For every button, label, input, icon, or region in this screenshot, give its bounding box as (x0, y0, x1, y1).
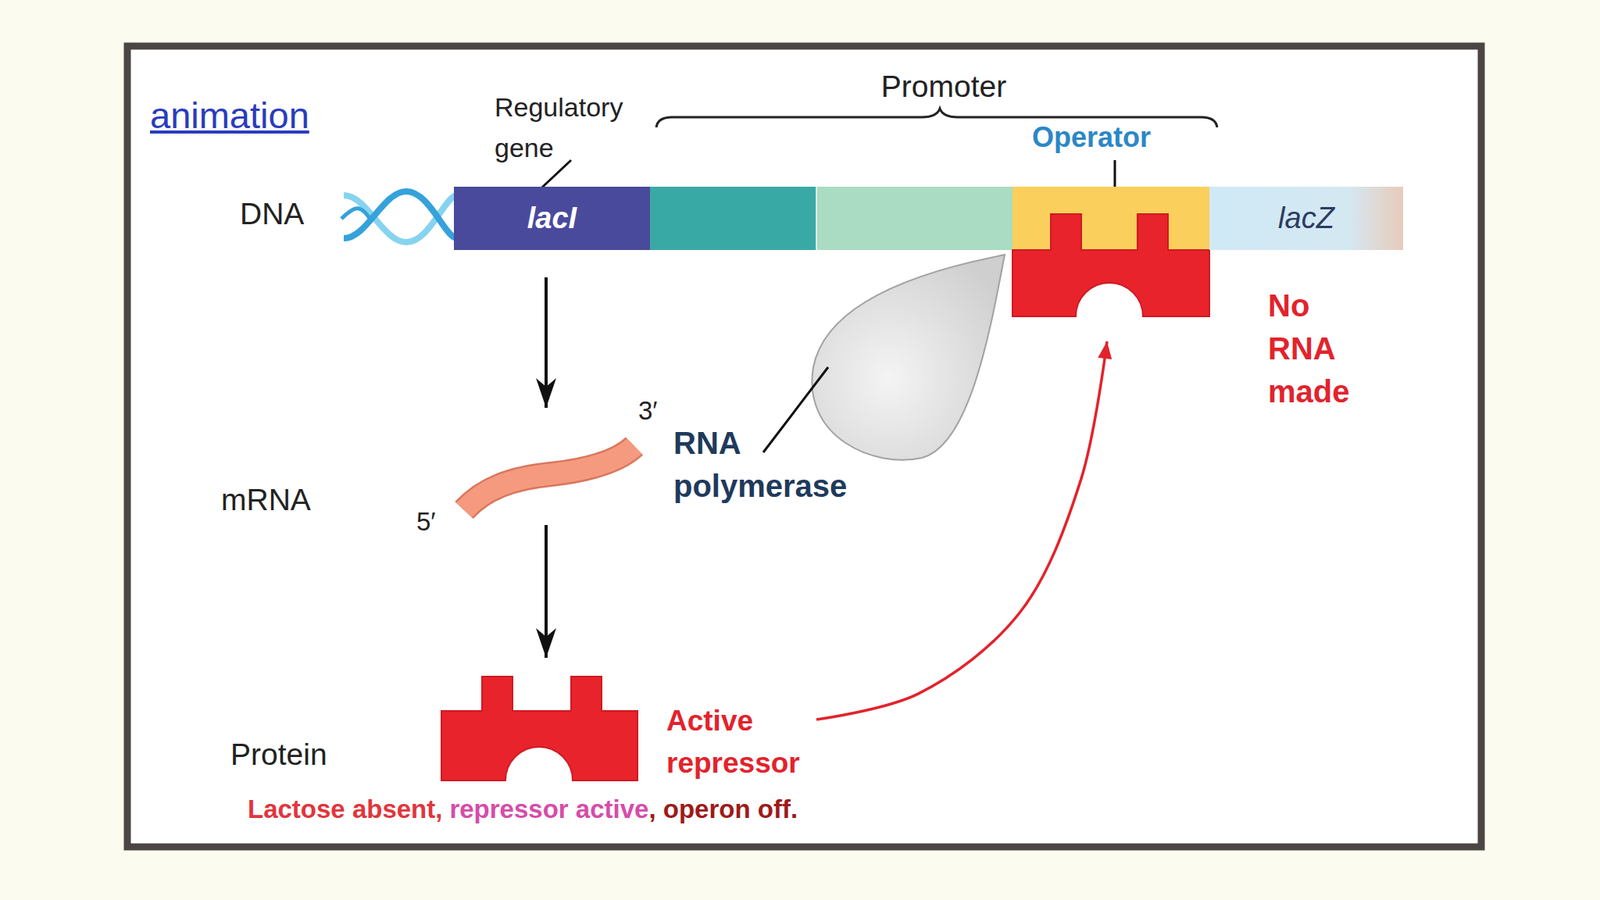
flow-arrow (544, 277, 548, 408)
gene-segment: lacI (453, 186, 650, 250)
repressor-protein-outline (441, 676, 638, 781)
gene-name: lacI (453, 186, 650, 250)
frame (127, 46, 1482, 847)
leader-line (763, 367, 829, 453)
flow-arrow (544, 525, 548, 658)
operator-segment: Operator (1012, 186, 1210, 317)
region-label: Operator (1013, 121, 1170, 154)
dna-helix-strand (341, 208, 372, 221)
row-label: mRNA (221, 481, 339, 519)
dna-helix-strand (343, 191, 458, 239)
row-label: Protein (230, 735, 356, 774)
region-label: Promoter (865, 67, 1022, 106)
leader-line (1114, 160, 1117, 187)
operator-segment-outline (1012, 186, 1210, 317)
mrna-strand: 3′5′ (449, 414, 649, 524)
caption-line: Lactose absent,repressor active, operon … (247, 792, 798, 826)
segment-divider (815, 186, 818, 250)
mrna-outline (464, 446, 635, 511)
strand-end: 3′ (638, 395, 678, 427)
link-text: animation (150, 93, 354, 138)
binding-arrow (816, 341, 1108, 720)
gene-name: lacZ (1209, 186, 1404, 250)
promoter-segment (816, 186, 1013, 250)
status-note: No RNA made (1267, 284, 1362, 414)
enzyme-label: RNA polymerase (673, 421, 877, 508)
mrna-strand-outline (449, 414, 649, 524)
caption-part: Lactose absent, (247, 792, 443, 826)
bound-repressor (1012, 214, 1210, 317)
caption-part: repressor active (449, 792, 649, 826)
repressor-shape (441, 676, 638, 781)
gene-segment: lacZ (1209, 186, 1404, 250)
promoter-segment (650, 186, 817, 250)
rna-polymerase-shape (811, 254, 1005, 461)
caption-part: , operon off. (648, 792, 798, 826)
protein-state: Active repressor (666, 700, 839, 785)
operator-band (1012, 186, 1210, 250)
strand-end: 5′ (416, 506, 456, 538)
part-label: Regulatory gene (494, 86, 643, 168)
repressor-protein: Active repressor (441, 676, 638, 781)
row-label: DNA (239, 195, 334, 233)
mrna-body (464, 446, 635, 511)
